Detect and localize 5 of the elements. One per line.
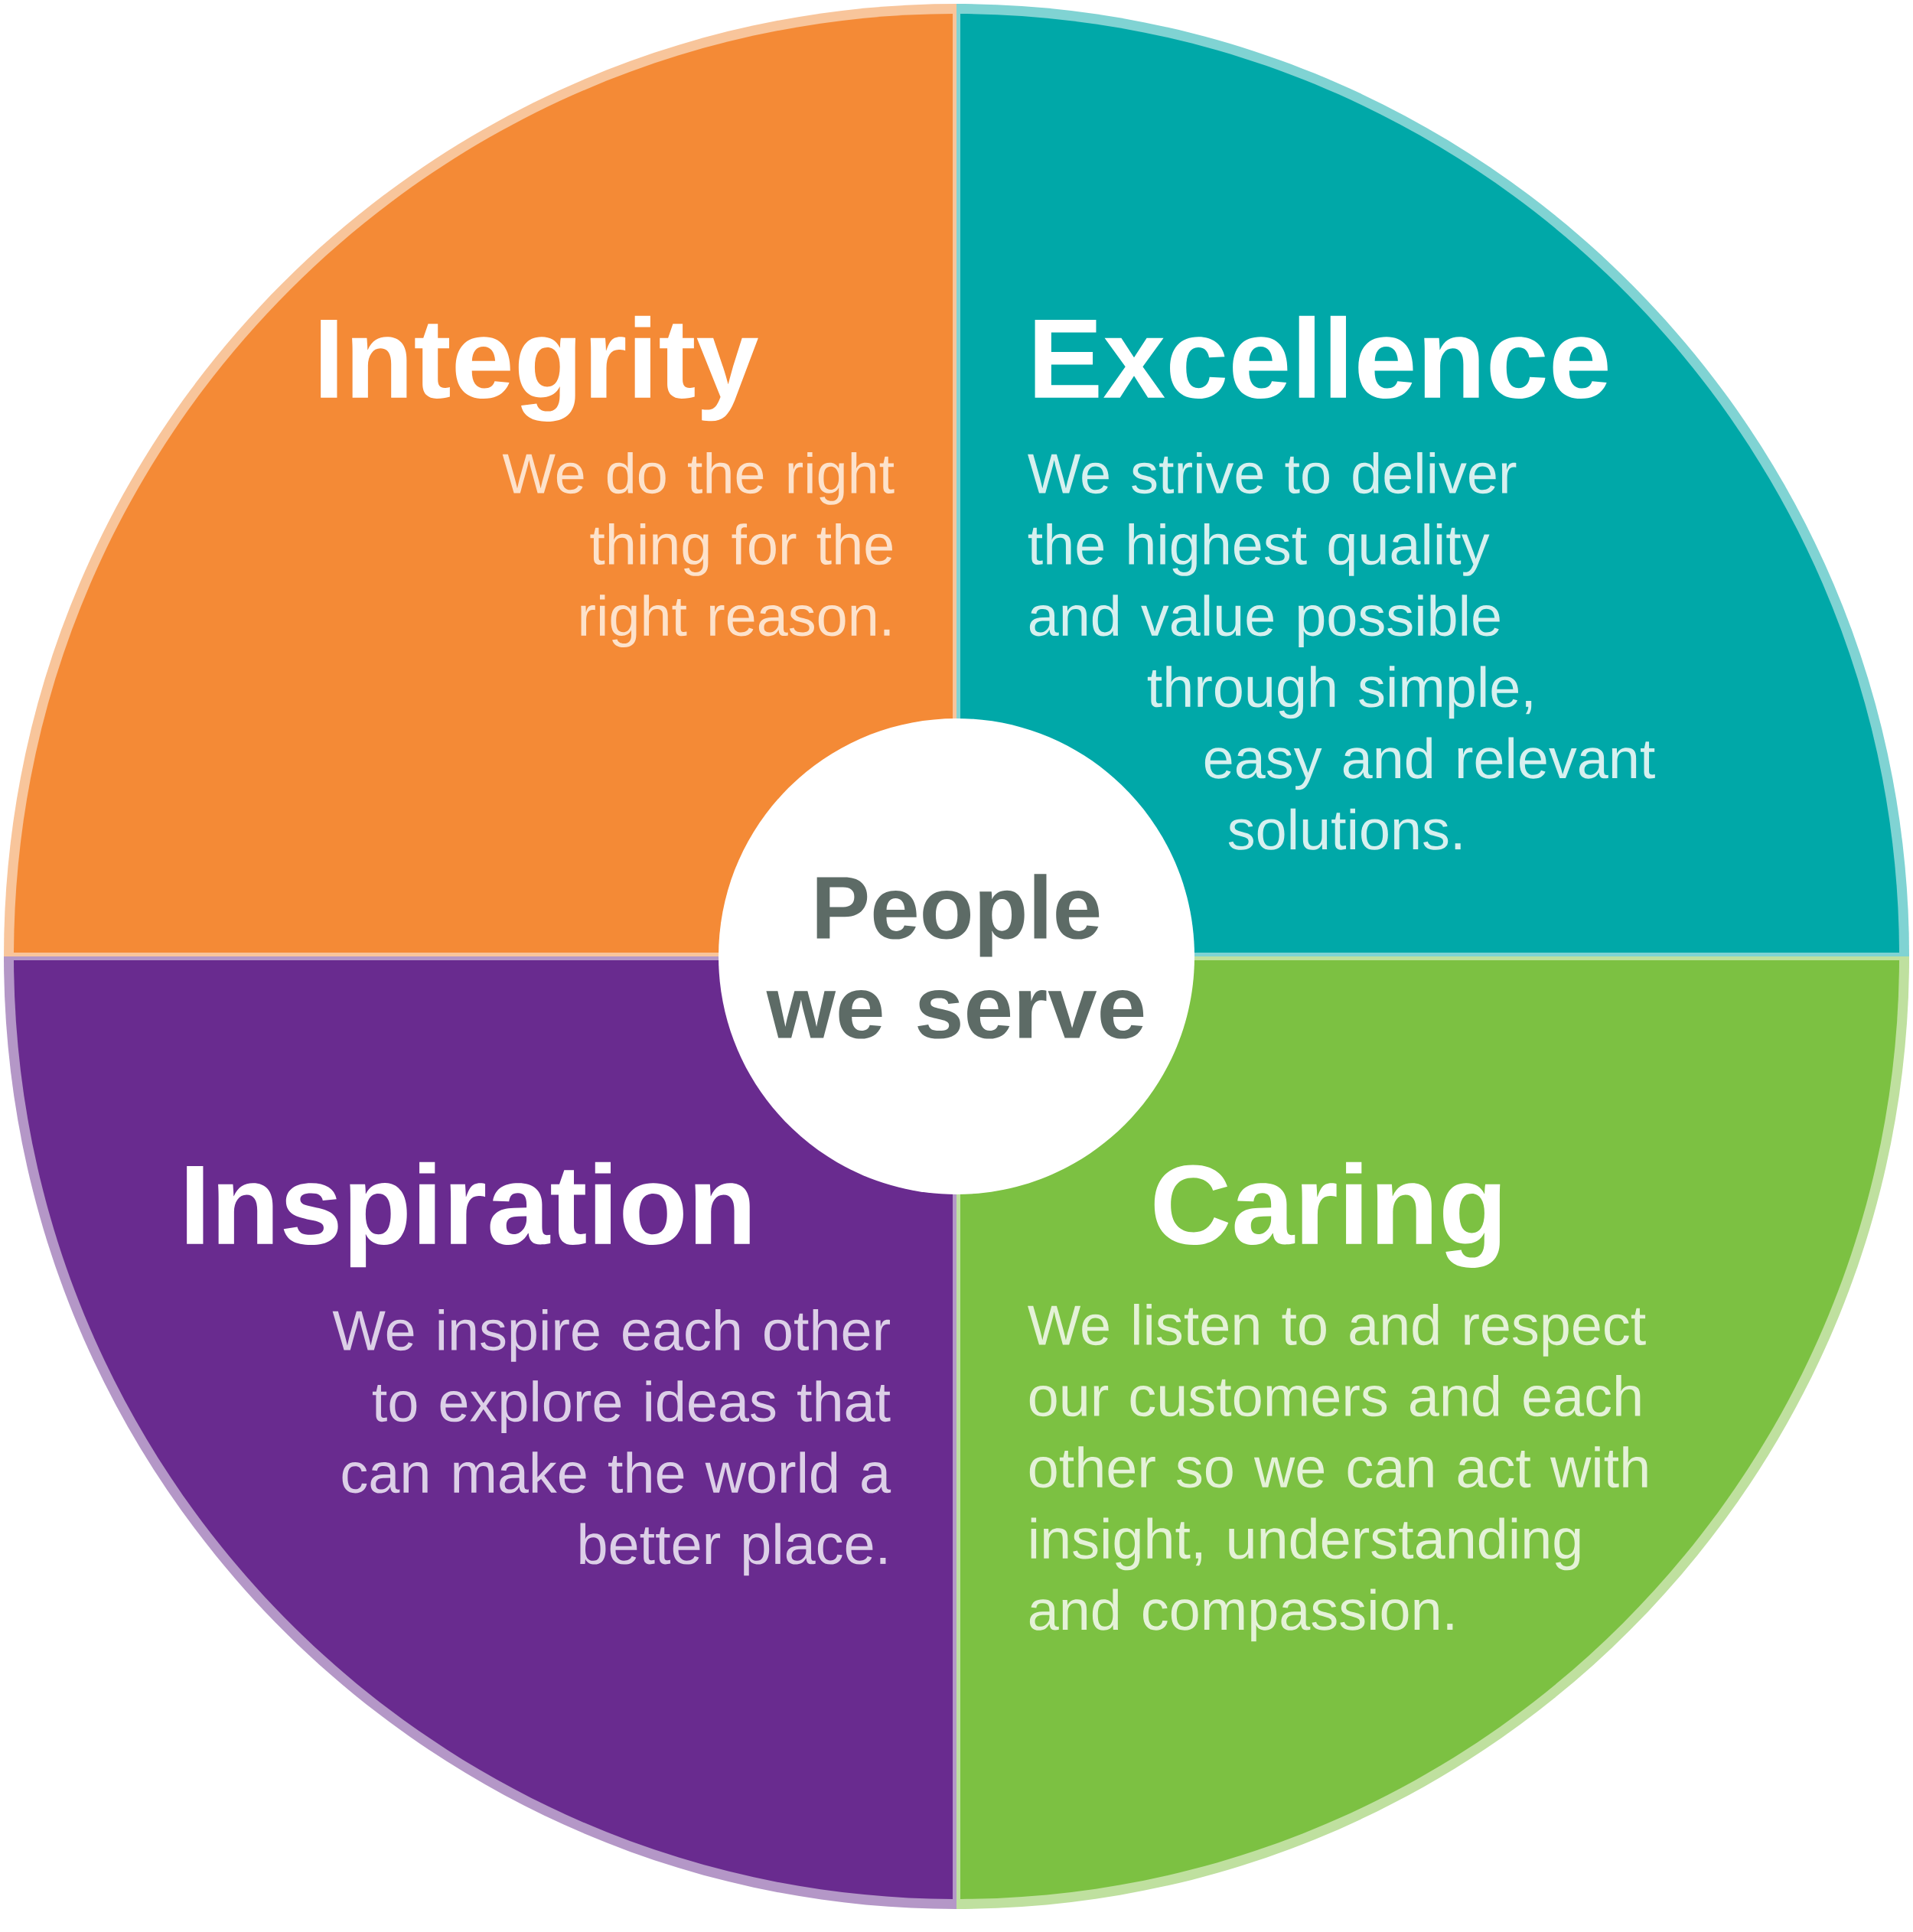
value-description: We do the right thing for the right reason.	[502, 451, 895, 647]
value-description: We inspire each other to explore ideas that can make the world a better place.	[332, 1309, 891, 1576]
value-description: We listen to and respect our customers and each other so we can act with insight, understanding and compassion.	[1028, 1304, 1647, 1642]
value-heading: Integrity	[321, 315, 758, 422]
value-heading: Excellence	[1035, 315, 1608, 399]
